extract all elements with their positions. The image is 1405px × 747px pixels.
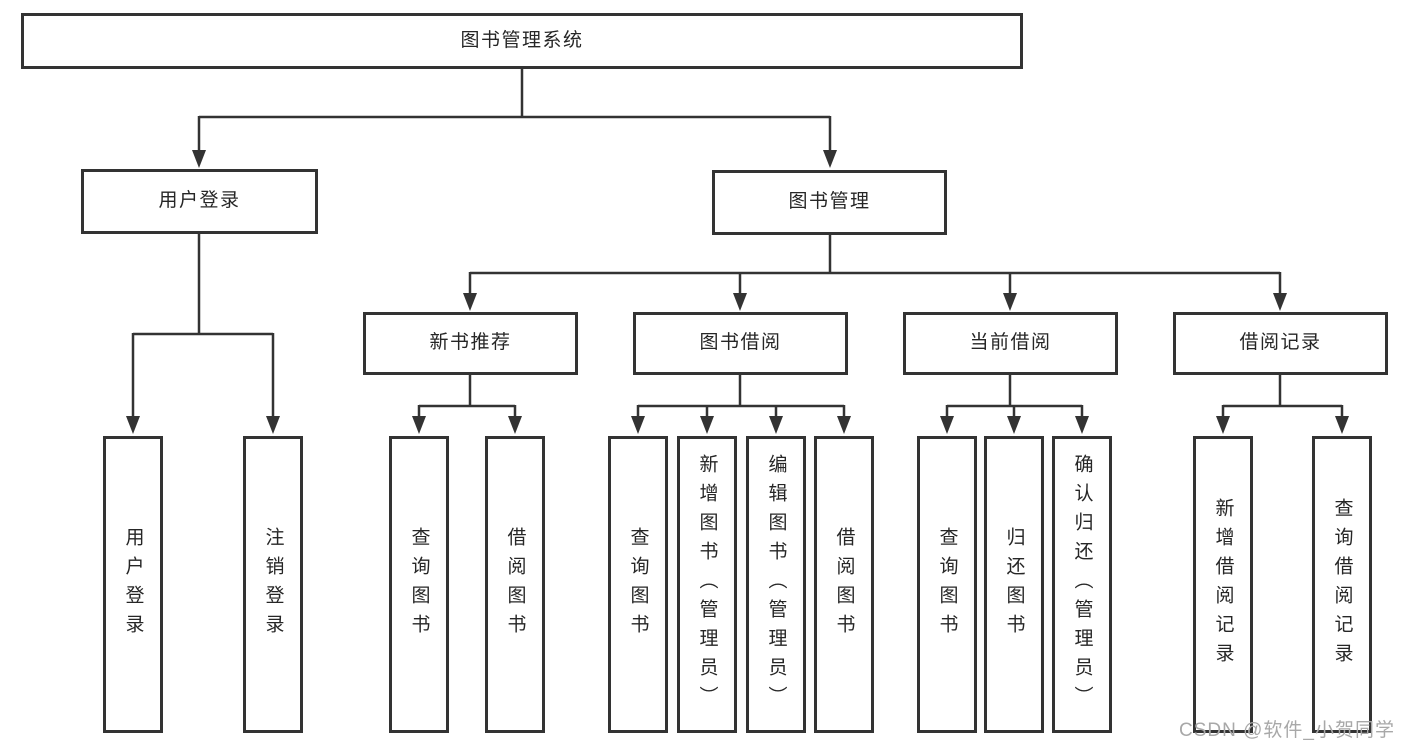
csdn-watermark: CSDN @软件_小贺同学 [1179,720,1395,741]
arrow-down-icon [837,416,851,434]
leaf-user-login: 用户登录 [103,436,163,733]
arrow-down-icon [126,416,140,434]
node-label: 借阅记录 [1239,332,1322,354]
arrow-down-icon [631,416,645,434]
leaf-label: 查询图书 [936,526,958,643]
leaf-add-book-admin: 新增图书（管理员） [677,436,737,733]
node-current-borrow: 当前借阅 [903,312,1118,375]
leaf-query-books: 查询图书 [917,436,977,733]
node-label: 图书借阅 [699,332,782,354]
leaf-label: 编辑图书（管理员） [765,454,787,715]
node-label: 用户登录 [158,190,241,212]
leaf-query-borrow-record: 查询借阅记录 [1312,436,1372,733]
leaf-label: 用户登录 [122,526,144,643]
leaf-query-books: 查询图书 [389,436,449,733]
leaf-label: 新增借阅记录 [1212,497,1234,672]
leaf-label: 确认归还（管理员） [1071,454,1093,715]
arrow-down-icon [508,416,522,434]
node-book-borrow: 图书借阅 [633,312,848,375]
leaf-confirm-return-admin: 确认归还（管理员） [1052,436,1112,733]
leaf-label: 注销登录 [262,526,284,643]
arrow-down-icon [940,416,954,434]
arrow-down-icon [463,293,477,311]
leaf-return-books: 归还图书 [984,436,1044,733]
arrow-down-icon [192,150,206,168]
arrow-down-icon [1335,416,1349,434]
arrowheads [126,150,1349,434]
leaf-label: 查询借阅记录 [1331,497,1353,672]
leaf-borrow-books: 借阅图书 [814,436,874,733]
node-user-login: 用户登录 [81,169,318,234]
arrow-down-icon [700,416,714,434]
node-new-book-recommend: 新书推荐 [363,312,578,375]
node-label: 图书管理系统 [460,29,584,51]
leaf-label: 借阅图书 [504,526,526,643]
arrow-down-icon [412,416,426,434]
tree-edges [131,69,1344,424]
arrow-down-icon [1216,416,1230,434]
arrow-down-icon [823,150,837,168]
arrow-down-icon [769,416,783,434]
leaf-label: 新增图书（管理员） [696,454,718,715]
arrow-down-icon [1007,416,1021,434]
node-book-management: 图书管理 [712,170,947,235]
leaf-label: 查询图书 [627,526,649,643]
arrow-down-icon [1003,293,1017,311]
arrow-down-icon [1273,293,1287,311]
arrow-down-icon [266,416,280,434]
node-label: 当前借阅 [969,332,1052,354]
leaf-edit-book-admin: 编辑图书（管理员） [746,436,806,733]
node-borrow-records: 借阅记录 [1173,312,1388,375]
arrow-down-icon [1075,416,1089,434]
leaf-add-borrow-record: 新增借阅记录 [1193,436,1253,733]
node-label: 图书管理 [788,191,871,213]
arrow-down-icon [733,293,747,311]
node-label: 新书推荐 [429,332,512,354]
leaf-borrow-books: 借阅图书 [485,436,545,733]
leaf-label: 查询图书 [408,526,430,643]
leaf-label: 借阅图书 [833,526,855,643]
leaf-label: 归还图书 [1003,526,1025,643]
leaf-query-books: 查询图书 [608,436,668,733]
node-library-management-system: 图书管理系统 [21,13,1023,69]
leaf-logout: 注销登录 [243,436,303,733]
